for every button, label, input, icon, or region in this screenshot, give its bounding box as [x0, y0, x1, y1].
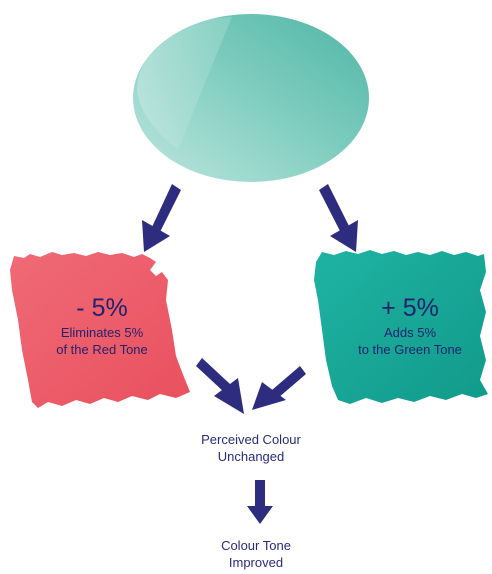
arrow-green-to-center: [252, 366, 306, 410]
red-card-shape: [10, 252, 190, 408]
arrow-red-to-center: [196, 358, 244, 414]
red-card-text: - 5% Eliminates 5% of the Red Tone: [32, 296, 172, 359]
perceived-label: Perceived Colour Unchanged: [176, 432, 326, 466]
arrow-lens-to-green: [319, 184, 358, 252]
arrow-perceived-to-result: [247, 480, 273, 524]
red-card-line-1: Eliminates 5%: [60, 325, 144, 340]
arrow-lens-to-red: [142, 184, 181, 252]
green-card-value: + 5%: [381, 294, 439, 322]
perceived-line-2: Unchanged: [217, 448, 285, 464]
result-line-2: Improved: [228, 554, 284, 570]
red-card-value: - 5%: [76, 294, 128, 322]
green-card-text: + 5% Adds 5% to the Green Tone: [340, 296, 480, 359]
green-card-line-1: Adds 5%: [383, 325, 437, 340]
green-card-line-2: to the Green Tone: [358, 341, 462, 357]
lens-icon: [133, 14, 369, 182]
result-label: Colour Tone Improved: [186, 538, 326, 572]
green-card-shape: [314, 250, 488, 404]
red-card-line-2: of the Red Tone: [56, 341, 148, 357]
perceived-line-1: Perceived Colour: [201, 432, 301, 447]
result-line-1: Colour Tone: [221, 538, 291, 553]
